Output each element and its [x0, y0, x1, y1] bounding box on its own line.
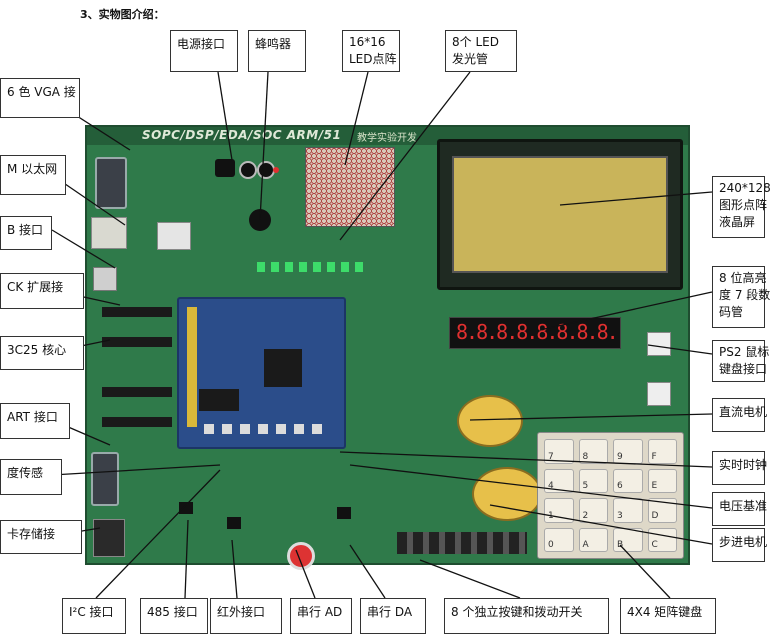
- leader-power: [217, 71, 233, 161]
- power-jack: [215, 159, 235, 177]
- leader-keypad: [619, 544, 671, 599]
- label-led-matrix: 16*16 LED点阵: [342, 30, 400, 72]
- keypad-key: 5: [578, 468, 608, 493]
- keypad-key: C: [647, 527, 677, 552]
- jtag-header: [102, 307, 172, 317]
- memory-chip: [199, 389, 239, 411]
- label-485: 485 接口: [140, 598, 208, 634]
- label-dc-motor: 直流电机: [712, 398, 767, 432]
- keypad-key: E: [647, 468, 677, 493]
- label-i2c: I²C 接口: [62, 598, 126, 634]
- keypad-key: 7: [544, 439, 574, 464]
- label-uart: ART 接口: [0, 403, 70, 439]
- seven-segment-display: 8.8.8.8.8.8.8.8.: [449, 317, 621, 349]
- button-switch-row: [397, 532, 527, 554]
- label-buzzer: 蜂鸣器: [248, 30, 306, 72]
- leader-rtc: [339, 451, 713, 468]
- keypad-key: A: [578, 527, 608, 552]
- header-row: [102, 387, 172, 397]
- dc-motor: [457, 395, 523, 447]
- leader-ps2: [647, 344, 713, 355]
- label-seg7: 8 位高亮 度 7 段数 码管: [712, 266, 770, 328]
- leader-ad: [295, 549, 316, 599]
- header-row-2: [102, 417, 172, 427]
- capacitor: [239, 161, 257, 179]
- ic-chip: [179, 502, 193, 514]
- sd-card-slot: [93, 519, 125, 557]
- leader-stepper: [489, 504, 713, 545]
- leader-i2c: [95, 469, 221, 599]
- label-ir: 红外接口: [210, 598, 282, 634]
- leader-vref: [349, 464, 713, 509]
- keypad-key: 8: [578, 439, 608, 464]
- uart-connector: [91, 452, 119, 506]
- keypad-key: F: [647, 439, 677, 464]
- label-serial-ad: 串行 AD: [290, 598, 352, 634]
- ps2-port-2: [647, 382, 671, 406]
- leader-dc: [469, 413, 713, 421]
- leader-usb: [51, 229, 116, 269]
- potentiometer: [287, 542, 315, 570]
- label-vga: 6 色 VGA 接: [0, 78, 80, 118]
- jtag-header-2: [102, 337, 172, 347]
- label-stepper: 步进电机: [712, 528, 767, 562]
- ps2-port: [647, 332, 671, 356]
- page-heading: 3、实物图介绍：: [80, 8, 165, 21]
- label-keypad: 4X4 矩阵键盘: [620, 598, 716, 634]
- board-silk-title: SOPC/DSP/EDA/SOC ARM/51: [142, 128, 342, 142]
- core-module: [177, 297, 346, 449]
- header-pins: [187, 307, 197, 427]
- label-ps2: PS2 鼠标 键盘接口: [712, 340, 769, 382]
- lcd-screen: [437, 139, 683, 290]
- keypad-key: 0: [544, 527, 574, 552]
- label-ethernet: M 以太网: [0, 155, 66, 195]
- leader-keys: [419, 559, 521, 599]
- keypad-key: 6: [613, 468, 643, 493]
- leader-led-matrix: [344, 71, 369, 166]
- label-temp: 度传感: [0, 459, 62, 495]
- leader-485: [184, 519, 189, 599]
- label-sd: 卡存储接: [0, 520, 82, 554]
- experiment-board: SOPC/DSP/EDA/SOC ARM/51 教学实验开发 8.8.8.8.8…: [85, 125, 690, 570]
- label-keys: 8 个独立按键和拨动开关: [444, 598, 609, 634]
- lcd-glass: [452, 156, 668, 273]
- leader-buzzer: [259, 71, 269, 221]
- seven-segment-digits: 8.8.8.8.8.8.8.8.: [456, 320, 619, 344]
- label-power: 电源接口: [170, 30, 238, 72]
- label-led8: 8个 LED 发光管: [445, 30, 517, 72]
- label-lcd: 240*128 图形点阵 液晶屏: [712, 176, 771, 238]
- label-vref: 电压基准: [712, 492, 767, 526]
- power-led: [273, 167, 279, 173]
- vga-connector: [95, 157, 127, 209]
- button-row: [204, 424, 324, 434]
- leader-da: [349, 544, 386, 599]
- led-row: [257, 262, 367, 272]
- label-usb: B 接口: [0, 216, 52, 250]
- label-rtc: 实时时钟: [712, 451, 767, 485]
- ic-chip-3: [337, 507, 351, 519]
- board-silk-subtitle: 教学实验开发: [357, 133, 417, 144]
- usb-port: [93, 267, 117, 291]
- leader-ir: [231, 539, 238, 599]
- keypad-key: 2: [578, 498, 608, 523]
- leader-led8: [339, 71, 471, 241]
- label-jtag: CK 扩展接: [0, 273, 84, 309]
- ic-chip-2: [227, 517, 241, 529]
- module-chip: [157, 222, 191, 250]
- leader-temp: [51, 464, 221, 476]
- label-serial-da: 串行 DA: [360, 598, 426, 634]
- leader-lcd: [559, 191, 713, 206]
- core-chip: [264, 349, 302, 387]
- label-core: 3C25 核心: [0, 336, 84, 370]
- leader-seg7: [539, 291, 713, 331]
